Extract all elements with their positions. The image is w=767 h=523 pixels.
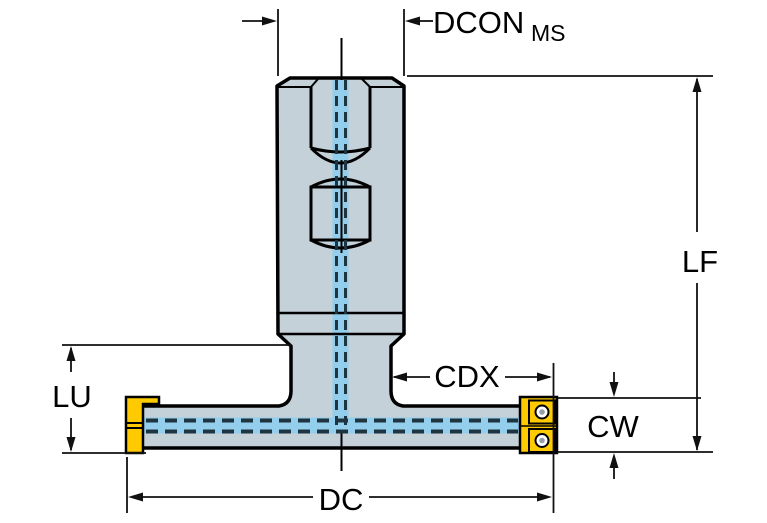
label-dcon-subscript: MS xyxy=(531,20,566,46)
dcon-arrowhead-right xyxy=(405,16,420,26)
lu-arrowhead-bottom xyxy=(66,437,76,452)
lu-arrowhead-top xyxy=(66,346,76,361)
dcon-arrowhead-left xyxy=(262,16,277,26)
label-cw: CW xyxy=(587,409,639,444)
label-lu: LU xyxy=(52,379,92,414)
coolant-channel-horizontal xyxy=(144,417,519,434)
insert-left-seam xyxy=(126,422,143,429)
tool-body-group xyxy=(140,38,530,471)
dc-arrowhead-right xyxy=(537,492,552,502)
lf-arrowhead-bottom xyxy=(692,436,702,451)
label-dc: DC xyxy=(319,482,364,517)
label-cdx: CDX xyxy=(434,359,500,394)
cw-arrowhead-top xyxy=(609,382,619,397)
dimension-cdx xyxy=(392,363,555,513)
dc-arrowhead-left xyxy=(128,492,143,502)
lf-arrowhead-top xyxy=(692,77,702,92)
bore-opening-chamfer xyxy=(310,78,371,88)
coolant-dash-horizontal xyxy=(146,418,518,434)
insert-screw-hole-top-center xyxy=(539,409,545,415)
dimension-lf xyxy=(407,75,713,453)
bore-walls xyxy=(309,87,372,148)
label-lf: LF xyxy=(682,244,718,279)
dimension-dc xyxy=(126,457,552,513)
insert-right xyxy=(518,395,559,455)
coolant-dash-vertical xyxy=(335,80,347,425)
label-dcon: DCON xyxy=(433,5,524,40)
cdx-arrowhead-left xyxy=(392,372,407,382)
insert-screw-hole-bottom-center xyxy=(539,437,545,444)
insert-right-pocket-bottom xyxy=(528,428,556,453)
cw-arrowhead-bottom xyxy=(609,453,619,468)
dimension-lu xyxy=(62,344,291,454)
dimension-cw xyxy=(558,372,701,479)
insert-right-pocket-top xyxy=(528,399,556,425)
dimension-dcon xyxy=(242,9,433,76)
cdx-arrowhead-right xyxy=(537,372,552,382)
